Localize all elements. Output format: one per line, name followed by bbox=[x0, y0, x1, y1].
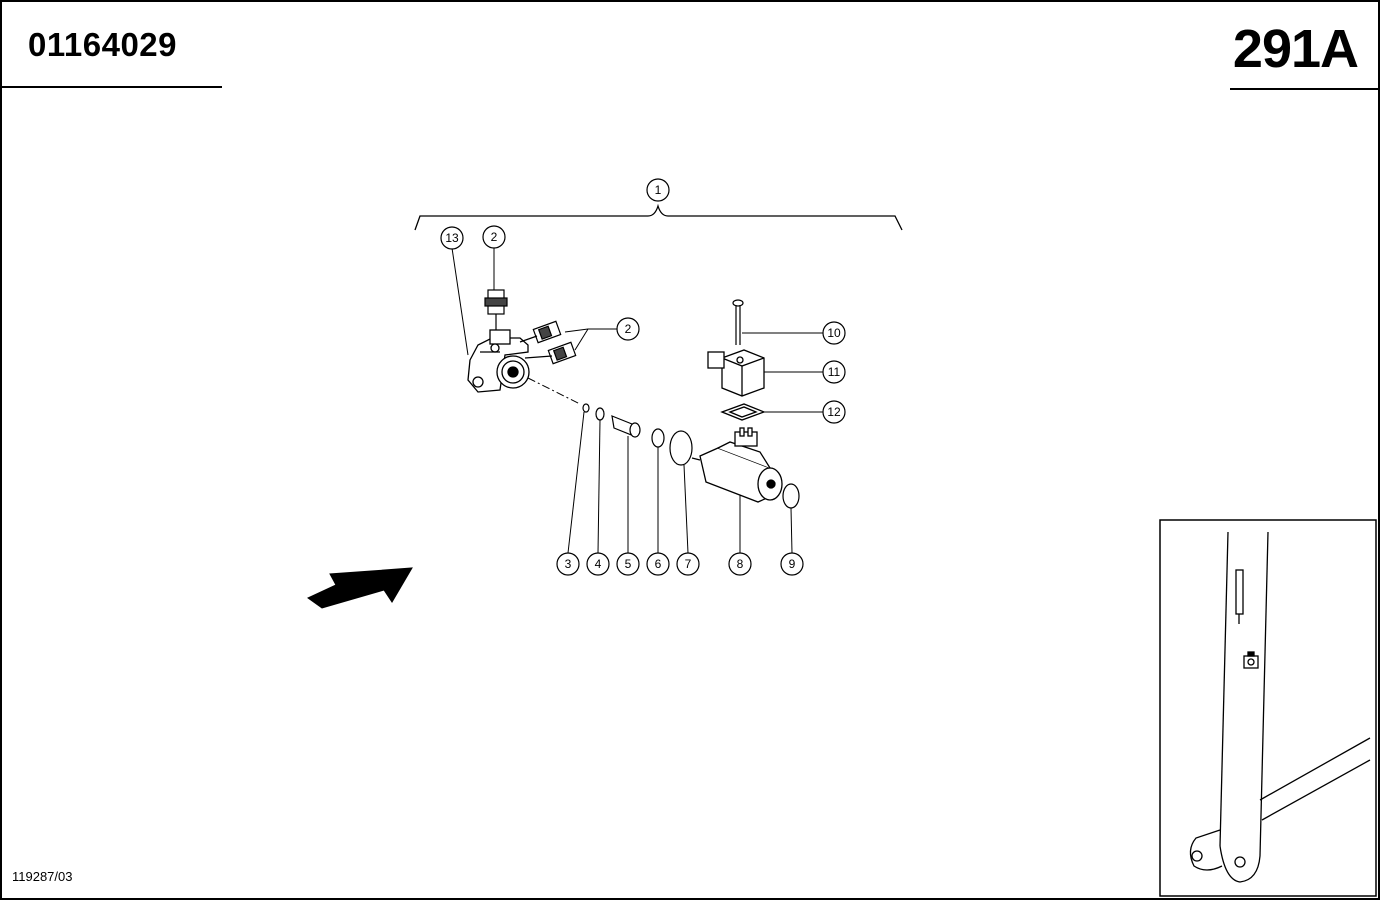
callout-2-top-label: 2 bbox=[491, 230, 498, 244]
callout-3: 3 bbox=[556, 552, 580, 576]
callout-13: 13 bbox=[440, 226, 464, 250]
callout-5: 5 bbox=[616, 552, 640, 576]
callout-6-label: 6 bbox=[655, 557, 662, 571]
callout-2-right: 2 bbox=[616, 317, 640, 341]
callout-4: 4 bbox=[586, 552, 610, 576]
header-right-box bbox=[1230, 0, 1380, 90]
callout-6: 6 bbox=[646, 552, 670, 576]
callout-3-label: 3 bbox=[565, 557, 572, 571]
connector-plug-part bbox=[707, 349, 765, 397]
callout-8-label: 8 bbox=[737, 557, 744, 571]
leader-lines bbox=[451, 247, 823, 554]
assembly-bracket bbox=[414, 203, 903, 231]
callout-11-label: 11 bbox=[828, 365, 841, 379]
callout-11: 11 bbox=[822, 360, 846, 384]
direction-arrow-icon bbox=[307, 567, 413, 609]
callout-12: 12 bbox=[822, 400, 846, 424]
part-number: 01164029 bbox=[28, 26, 178, 63]
solenoid-coil-part bbox=[691, 427, 783, 503]
o-ring-3 bbox=[582, 403, 590, 413]
callout-7-label: 7 bbox=[685, 557, 692, 571]
callout-9-label: 9 bbox=[789, 557, 796, 571]
gasket-part bbox=[720, 403, 766, 421]
page-code: 291A bbox=[1232, 19, 1359, 79]
callout-1: 1 bbox=[646, 178, 670, 202]
callout-10-label: 10 bbox=[827, 326, 841, 340]
o-ring-4 bbox=[595, 407, 605, 421]
callout-2-right-label: 2 bbox=[625, 322, 632, 336]
pin-part bbox=[611, 415, 641, 438]
axis-centerline bbox=[527, 377, 581, 405]
callout-9: 9 bbox=[780, 552, 804, 576]
callout-7: 7 bbox=[676, 552, 700, 576]
o-ring-9 bbox=[782, 483, 800, 509]
callout-5-label: 5 bbox=[625, 557, 632, 571]
o-ring-7 bbox=[669, 430, 693, 466]
header-left-box bbox=[0, 0, 222, 88]
callout-10: 10 bbox=[822, 321, 846, 345]
o-ring-6 bbox=[651, 428, 665, 448]
fitting-right-parts bbox=[519, 320, 577, 365]
callout-4-label: 4 bbox=[595, 557, 602, 571]
callout-2-top: 2 bbox=[482, 225, 506, 249]
callout-13-label: 13 bbox=[445, 231, 459, 245]
fitting-top-part bbox=[484, 289, 508, 330]
callout-1-label: 1 bbox=[655, 183, 662, 197]
location-inset bbox=[1159, 519, 1377, 897]
screw-part bbox=[732, 299, 744, 345]
callout-12-label: 12 bbox=[827, 405, 841, 419]
callout-8: 8 bbox=[728, 552, 752, 576]
drawing-reference: 119287/03 bbox=[12, 869, 73, 884]
valve-body-part bbox=[467, 329, 530, 393]
